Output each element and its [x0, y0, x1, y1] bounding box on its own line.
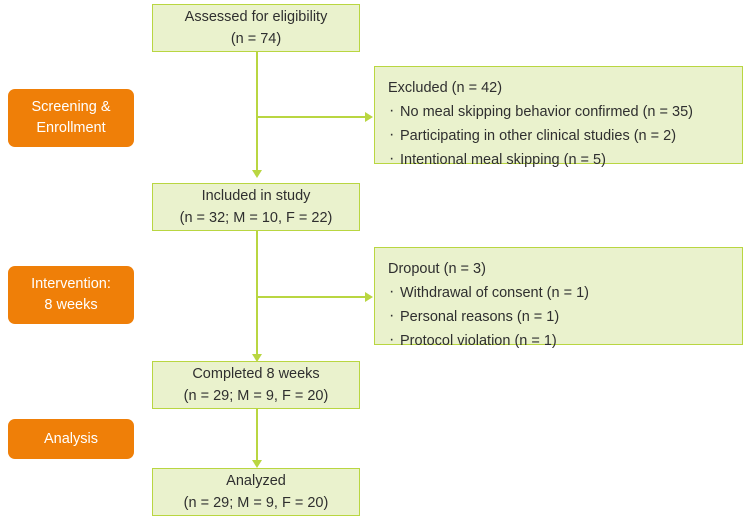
node-completed-line-2: (n = 29; M = 9, F = 20)	[183, 388, 329, 404]
arrowhead-completed	[252, 354, 262, 362]
node-analyzed-line-1: Analyzed	[226, 473, 286, 489]
node-excluded: Excluded (n = 42) No meal skipping behav…	[374, 66, 743, 171]
phase-label-screening: Screening & Enrollment	[8, 89, 134, 147]
excluded-reason-list: No meal skipping behavior confirmed (n =…	[388, 99, 693, 172]
phase-label-analysis: Analysis	[8, 419, 134, 459]
node-completed-line-1: Completed 8 weeks	[192, 366, 320, 382]
arrowhead-analyzed	[252, 460, 262, 468]
phase-analysis-line-1: Analysis	[44, 430, 98, 447]
connector-included-to-completed	[256, 231, 258, 356]
node-analyzed-line-2: (n = 29; M = 9, F = 20)	[183, 495, 329, 511]
dropout-reason-item: Personal reasons (n = 1)	[388, 304, 589, 329]
node-assessed-line-1: Assessed for eligibility	[184, 9, 328, 25]
node-assessed-line-2: (n = 74)	[230, 31, 282, 47]
connector-to-dropout	[257, 296, 365, 298]
phase-screening-line-2: Enrollment	[36, 120, 106, 136]
connector-completed-to-analyzed	[256, 409, 258, 462]
dropout-reason-item: Protocol violation (n = 1)	[388, 328, 589, 353]
dropout-reason-list: Withdrawal of consent (n = 1) Personal r…	[388, 280, 589, 353]
node-completed-8-weeks: Completed 8 weeks (n = 29; M = 9, F = 20…	[152, 361, 360, 409]
arrowhead-excluded	[365, 112, 373, 122]
node-included-in-study: Included in study (n = 32; M = 10, F = 2…	[152, 183, 360, 231]
excluded-heading: Excluded (n = 42)	[388, 80, 503, 96]
dropout-reason-item: Withdrawal of consent (n = 1)	[388, 280, 589, 305]
excluded-reason-item: Participating in other clinical studies …	[388, 123, 693, 148]
node-dropout: Dropout (n = 3) Withdrawal of consent (n…	[374, 247, 743, 352]
excluded-reason-item: No meal skipping behavior confirmed (n =…	[388, 99, 693, 124]
phase-intervention-line-2: 8 weeks	[44, 297, 98, 313]
node-assessed-for-eligibility: Assessed for eligibility (n = 74)	[152, 4, 360, 52]
phase-intervention-line-1: Intervention:	[31, 276, 111, 292]
connector-to-excluded	[257, 116, 365, 118]
phase-screening-line-1: Screening &	[31, 99, 111, 115]
excluded-reason-item: Intentional meal skipping (n = 5)	[388, 147, 693, 172]
arrowhead-dropout	[365, 292, 373, 302]
node-included-line-2: (n = 32; M = 10, F = 22)	[179, 210, 333, 226]
node-analyzed: Analyzed (n = 29; M = 9, F = 20)	[152, 468, 360, 516]
phase-label-intervention: Intervention: 8 weeks	[8, 266, 134, 324]
connector-assessed-to-included	[256, 52, 258, 172]
dropout-heading: Dropout (n = 3)	[388, 261, 486, 277]
node-included-line-1: Included in study	[201, 188, 311, 204]
arrowhead-included	[252, 170, 262, 178]
